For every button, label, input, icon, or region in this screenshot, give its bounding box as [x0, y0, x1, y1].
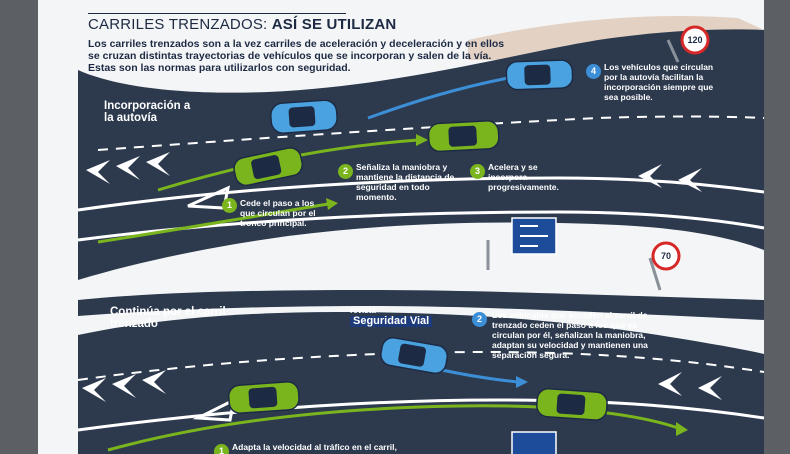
chevrons-lower: [82, 370, 722, 402]
road-illustration: [77, 16, 764, 454]
step-badge: 2: [338, 164, 353, 179]
section-label-continua: Continúa por el carril trenzado: [110, 306, 226, 330]
arrow-head: [326, 198, 338, 210]
logo-revista: revista: [350, 306, 376, 315]
step-badge: 4: [586, 64, 601, 79]
lane-sign-2: [511, 431, 557, 454]
trajectory-green-3: [107, 404, 679, 452]
arrow-head: [676, 422, 688, 436]
step-badge: 3: [470, 164, 485, 179]
step-badge: 2: [472, 312, 487, 327]
car-blue-1: [270, 99, 338, 134]
step-text: Los vehículos que acceden al carril de t…: [492, 310, 648, 360]
lane-line-dashed-2: [77, 350, 764, 381]
chevrons-left: [86, 152, 702, 192]
car-blue-2: [505, 59, 574, 91]
car-green-1: [233, 147, 304, 187]
step-text: Cede el paso a los que circulan por el t…: [240, 198, 316, 228]
step-badge: 1: [222, 198, 237, 213]
speed-sign-70: [648, 241, 681, 291]
speed-sign-120: [666, 25, 710, 63]
speed-limit-70: 70: [660, 251, 671, 261]
car-green-3: [227, 381, 300, 414]
title-bold: ASÍ SE UTILIZAN: [271, 16, 397, 33]
trajectory-green-2: [97, 202, 329, 244]
step-text: Acelera y se incorpora progresivamente.: [488, 162, 559, 192]
section-label-incorporacion: Incorporación a la autovía: [104, 100, 191, 124]
intro-text: Los carriles trenzados son a la vez carr…: [88, 38, 505, 74]
page-title: CARRILES TRENZADOS: ASÍ SE UTILIZAN: [88, 16, 396, 33]
title-light: CARRILES TRENZADOS:: [88, 16, 272, 33]
car-green-4: [536, 387, 608, 421]
infographic-canvas: CARRILES TRENZADOS: ASÍ SE UTILIZAN Los …: [38, 0, 764, 454]
arrow-head: [416, 134, 428, 146]
arrow-head: [516, 376, 528, 388]
car-green-2: [427, 120, 500, 153]
logo-seguridad-vial: Seguridad Vial: [350, 316, 433, 327]
step-text: Señaliza la maniobra y mantiene la dista…: [356, 162, 455, 202]
step-text: Adapta la velocidad al tráfico en el car…: [232, 442, 397, 452]
step-text: Los vehículos que circulan por la autoví…: [604, 62, 714, 102]
speed-limit-120: 120: [687, 35, 703, 45]
trajectory-blue: [367, 76, 509, 120]
lower-road-top: [78, 290, 764, 320]
title-rule: [88, 13, 346, 14]
step-badge: 1: [214, 444, 229, 454]
car-blue-3: [380, 336, 449, 375]
lane-line-dashed: [97, 115, 764, 151]
lane-sign: [486, 217, 557, 270]
